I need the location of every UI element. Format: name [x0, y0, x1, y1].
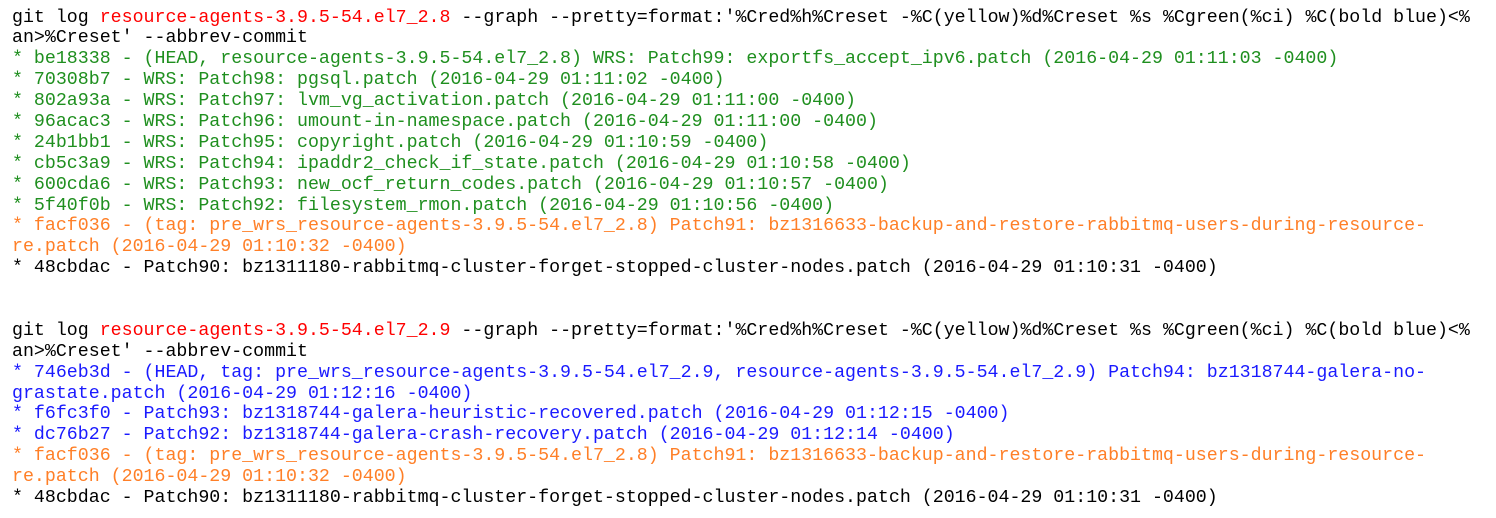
terminal-line: * 96acac3 - WRS: Patch96: umount-in-name…	[12, 112, 1470, 133]
terminal-line: re.patch (2016-04-29 01:10:32 -0400)	[12, 467, 1470, 488]
terminal-line: * dc76b27 - Patch92: bz1318744-galera-cr…	[12, 425, 1470, 446]
terminal-line: * 48cbdac - Patch90: bz1311180-rabbitmq-…	[12, 488, 1470, 509]
text-segment: an>%Creset' --abbrev-commit	[12, 341, 308, 362]
text-segment: git log	[12, 7, 100, 28]
text-segment: --graph --pretty=format:'%Cred%h%Creset …	[450, 320, 1470, 341]
text-segment: * 600cda6 - WRS: Patch93: new_ocf_return…	[12, 174, 889, 195]
terminal-line: re.patch (2016-04-29 01:10:32 -0400)	[12, 237, 1470, 258]
text-segment: * 70308b7 - WRS: Patch98: pgsql.patch (2…	[12, 70, 725, 91]
text-segment: * f6fc3f0 - Patch93: bz1318744-galera-he…	[12, 404, 1010, 425]
text-segment: * 96acac3 - WRS: Patch96: umount-in-name…	[12, 111, 878, 132]
text-segment: an>%Creset' --abbrev-commit	[12, 28, 308, 49]
terminal-line: * 802a93a - WRS: Patch97: lvm_vg_activat…	[12, 91, 1470, 112]
text-segment: * dc76b27 - Patch92: bz1318744-galera-cr…	[12, 425, 955, 446]
text-segment: * facf036 - (tag: pre_wrs_resource-agent…	[12, 446, 1426, 467]
text-segment: re.patch (2016-04-29 01:10:32 -0400)	[12, 467, 407, 488]
text-segment: grastate.patch (2016-04-29 01:12:16 -040…	[12, 383, 473, 404]
terminal-line: * facf036 - (tag: pre_wrs_resource-agent…	[12, 446, 1470, 467]
text-segment: * 5f40f0b - WRS: Patch92: filesystem_rmo…	[12, 195, 835, 216]
text-segment: --graph --pretty=format:'%Cred%h%Creset …	[450, 7, 1470, 28]
terminal-line: * 24b1bb1 - WRS: Patch95: copyright.patc…	[12, 133, 1470, 154]
text-segment: * facf036 - (tag: pre_wrs_resource-agent…	[12, 216, 1426, 237]
terminal-line: * 70308b7 - WRS: Patch98: pgsql.patch (2…	[12, 70, 1470, 91]
text-segment: * 48cbdac - Patch90: bz1311180-rabbitmq-…	[12, 258, 1218, 279]
terminal-line	[12, 300, 1470, 321]
text-segment: * cb5c3a9 - WRS: Patch94: ipaddr2_check_…	[12, 153, 911, 174]
text-segment: * 746eb3d - (HEAD, tag: pre_wrs_resource…	[12, 362, 1426, 383]
terminal-line: grastate.patch (2016-04-29 01:12:16 -040…	[12, 384, 1470, 405]
terminal-line: an>%Creset' --abbrev-commit	[12, 342, 1470, 363]
branch-name: resource-agents-3.9.5-54.el7_2.9	[99, 320, 451, 341]
terminal-line	[12, 279, 1470, 300]
terminal-line: git log resource-agents-3.9.5-54.el7_2.8…	[12, 8, 1470, 29]
terminal-output: git log resource-agents-3.9.5-54.el7_2.8…	[12, 8, 1470, 509]
text-segment: * 802a93a - WRS: Patch97: lvm_vg_activat…	[12, 91, 857, 112]
text-segment: * 24b1bb1 - WRS: Patch95: copyright.patc…	[12, 132, 769, 153]
terminal-line: git log resource-agents-3.9.5-54.el7_2.9…	[12, 321, 1470, 342]
terminal-line: * 48cbdac - Patch90: bz1311180-rabbitmq-…	[12, 258, 1470, 279]
text-segment: * 48cbdac - Patch90: bz1311180-rabbitmq-…	[12, 487, 1218, 508]
text-segment: * be18338 - (HEAD, resource-agents-3.9.5…	[12, 49, 1339, 70]
text-segment: re.patch (2016-04-29 01:10:32 -0400)	[12, 237, 407, 258]
terminal-line: an>%Creset' --abbrev-commit	[12, 28, 1470, 49]
terminal-line: * 5f40f0b - WRS: Patch92: filesystem_rmo…	[12, 196, 1470, 217]
terminal-line: * cb5c3a9 - WRS: Patch94: ipaddr2_check_…	[12, 154, 1470, 175]
terminal-line: * be18338 - (HEAD, resource-agents-3.9.5…	[12, 49, 1470, 70]
terminal-line: * 746eb3d - (HEAD, tag: pre_wrs_resource…	[12, 363, 1470, 384]
terminal-line: * facf036 - (tag: pre_wrs_resource-agent…	[12, 216, 1470, 237]
text-segment: git log	[12, 320, 100, 341]
terminal-line: * 600cda6 - WRS: Patch93: new_ocf_return…	[12, 175, 1470, 196]
terminal-line: * f6fc3f0 - Patch93: bz1318744-galera-he…	[12, 404, 1470, 425]
branch-name: resource-agents-3.9.5-54.el7_2.8	[99, 7, 451, 28]
